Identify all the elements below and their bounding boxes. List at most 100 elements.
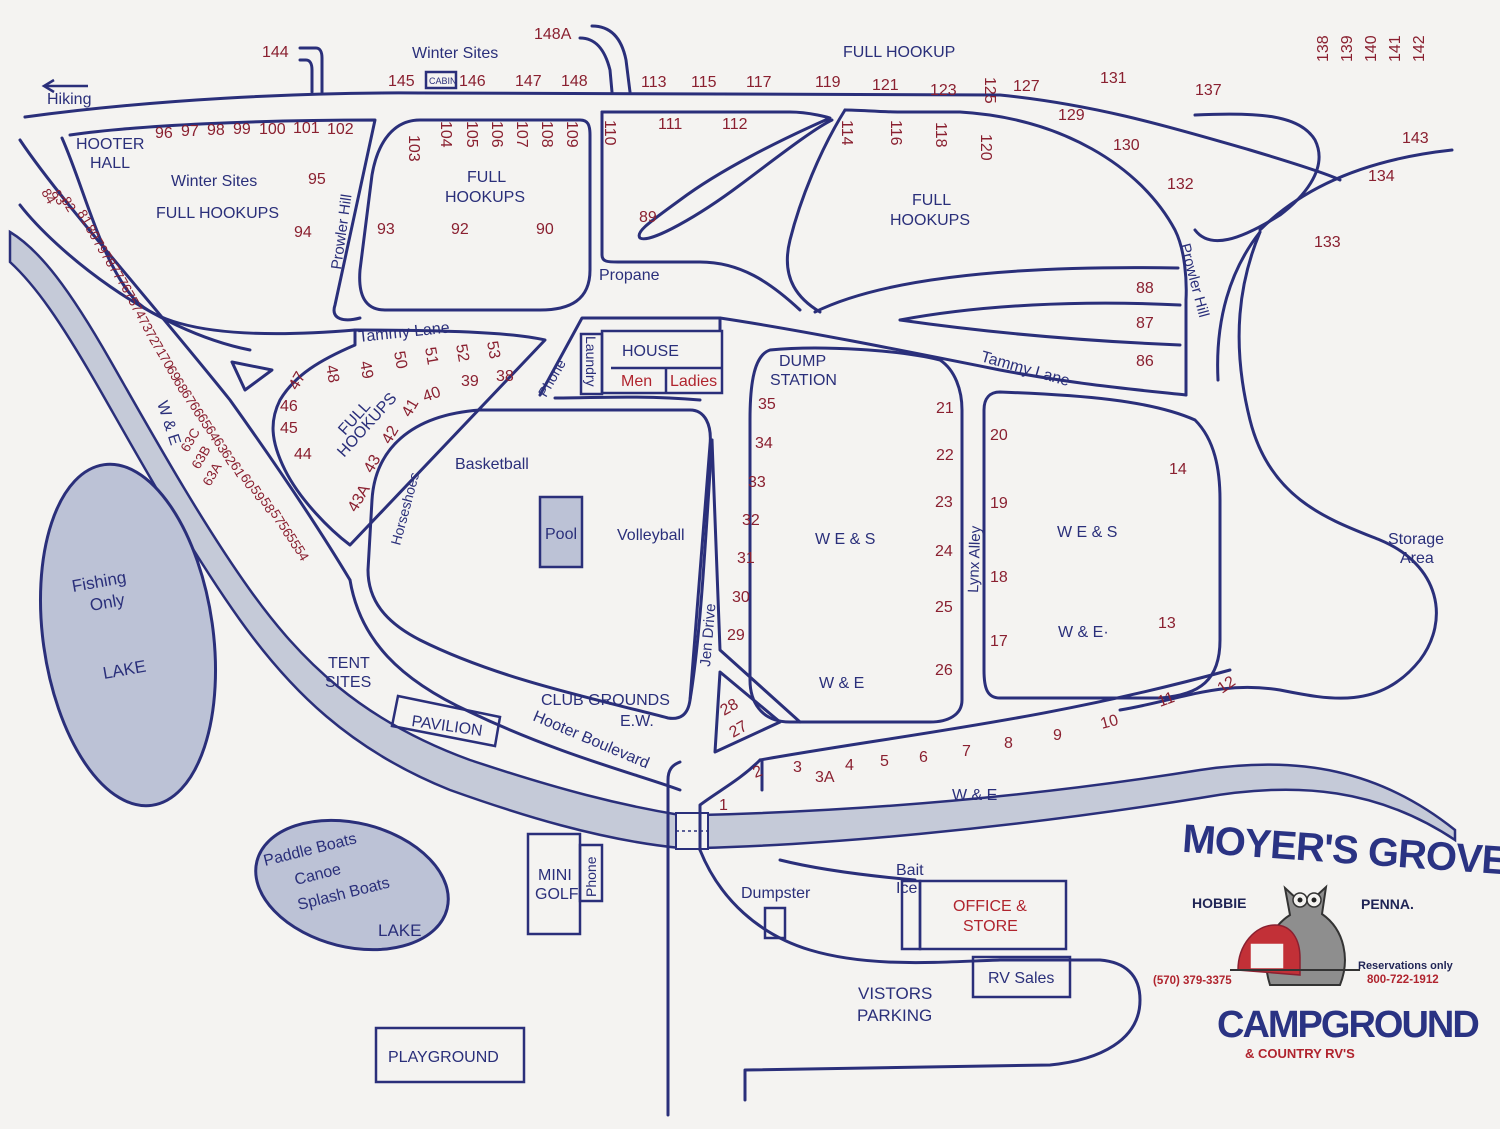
site-46: 46	[280, 398, 298, 415]
site-115: 115	[691, 74, 717, 91]
hooter-hall-label-2: HALL	[90, 155, 130, 172]
site-90: 90	[536, 221, 554, 238]
club-grounds-label-1: CLUB GROUNDS	[541, 692, 670, 709]
site-69: 69	[163, 363, 184, 384]
site-33: 33	[748, 474, 766, 491]
dump-station-label-1: DUMP	[779, 353, 826, 370]
site-119: 119	[815, 74, 841, 91]
site-142: 142	[1411, 35, 1428, 62]
site-5: 5	[880, 753, 889, 770]
site-51: 51	[421, 346, 441, 367]
road-labels: Tammy Lane Tammy Lane Prowler Hill Prowl…	[328, 193, 1212, 772]
site-68: 68	[170, 375, 191, 396]
hiking-label: Hiking	[47, 91, 91, 108]
we-left-label: W & E	[153, 399, 183, 447]
site-83: 83	[48, 187, 69, 208]
site-65: 65	[194, 411, 215, 432]
bridge	[675, 812, 709, 850]
site-116: 116	[887, 120, 904, 146]
full-hookups-center-label-1: FULL	[467, 169, 506, 186]
site-98: 98	[207, 122, 225, 139]
site-133: 133	[1314, 234, 1341, 251]
site-77: 77	[106, 262, 127, 283]
site-24: 24	[935, 543, 953, 560]
basketball-label: Basketball	[455, 456, 529, 473]
logo-penna: PENNA.	[1361, 896, 1414, 912]
site-7: 7	[962, 743, 971, 760]
site-34: 34	[755, 435, 773, 452]
site-67: 67	[178, 387, 199, 408]
we-bottom-label: W & E	[952, 787, 997, 804]
site-141: 141	[1387, 35, 1404, 62]
playground-label: PLAYGROUND	[388, 1049, 499, 1066]
site-139: 139	[1339, 35, 1356, 62]
site-61: 61	[227, 459, 248, 480]
site-146: 146	[459, 73, 486, 90]
ladies-label: Ladies	[670, 373, 717, 390]
site-127: 127	[1013, 78, 1040, 95]
campground-logo: MOYER'S GROVE HOBBIE PENNA. (570) 379-33…	[1153, 817, 1500, 1061]
mini-golf-label-1: MINI	[538, 867, 572, 884]
site-132: 132	[1167, 176, 1194, 193]
site-108: 108	[538, 121, 555, 148]
dumpster-label: Dumpster	[741, 885, 811, 902]
site-117: 117	[746, 74, 772, 91]
site-9: 9	[1053, 727, 1062, 744]
site-45: 45	[280, 420, 298, 437]
volleyball-label: Volleyball	[617, 527, 685, 544]
site-99: 99	[233, 121, 251, 138]
full-hookups-right-label-1: FULL	[912, 192, 951, 209]
site-118: 118	[932, 122, 949, 148]
site-14: 14	[1169, 461, 1187, 478]
site-12: 12	[1215, 673, 1239, 697]
site-95: 95	[308, 171, 326, 188]
men-label: Men	[621, 373, 652, 390]
storage-label-2: Area	[1400, 550, 1434, 567]
owl-icon	[1230, 884, 1360, 986]
logo-hobbie: HOBBIE	[1192, 895, 1246, 911]
laundry-label: Laundry	[583, 336, 599, 387]
site-60: 60	[237, 471, 258, 492]
full-hookups-right-label-2: HOOKUPS	[890, 212, 970, 229]
pool-label: Pool	[545, 526, 577, 543]
site-43a: 43A	[345, 482, 374, 515]
site-100: 100	[259, 121, 286, 138]
site-35: 35	[758, 396, 776, 413]
site-97: 97	[181, 123, 199, 140]
logo-phone: (570) 379-3375	[1153, 975, 1232, 987]
site-88: 88	[1136, 280, 1154, 297]
wes-label-1: W E & S	[815, 531, 875, 548]
site-58: 58	[257, 495, 278, 516]
site-112: 112	[722, 116, 748, 133]
site-147: 147	[515, 73, 542, 90]
site-109: 109	[563, 121, 580, 148]
site-125: 125	[981, 77, 998, 104]
site-130: 130	[1113, 137, 1140, 154]
site-103: 103	[405, 135, 422, 162]
site-64: 64	[202, 423, 223, 444]
full-hookup-top-label: FULL HOOKUP	[843, 44, 955, 61]
phone-label-1: Phone	[535, 356, 569, 399]
logo-tagline: & COUNTRY RV'S	[1245, 1046, 1355, 1061]
horseshoes-label: Horseshoes	[387, 470, 422, 546]
cabin-label: CABIN	[429, 76, 457, 86]
prowler-hill-label-2: Prowler Hill	[1176, 242, 1212, 320]
site-120: 120	[977, 134, 994, 161]
site-30: 30	[732, 589, 750, 606]
site-144: 144	[262, 44, 289, 61]
phone-label-2: Phone	[583, 856, 599, 897]
site-26: 26	[935, 662, 953, 679]
site-52: 52	[452, 343, 472, 364]
site-106: 106	[488, 121, 505, 148]
site-94: 94	[294, 224, 312, 241]
site-63: 63	[210, 435, 231, 456]
site-22: 22	[936, 447, 954, 464]
house-label: HOUSE	[622, 343, 679, 360]
we-right-label: W & E·	[1058, 624, 1109, 641]
site-8: 8	[1004, 735, 1013, 752]
site-93: 93	[377, 221, 395, 238]
full-hookups-center-label-2: HOOKUPS	[445, 189, 525, 206]
site-29: 29	[727, 627, 745, 644]
site-81: 81	[74, 207, 95, 228]
site-1: 1	[719, 797, 728, 814]
